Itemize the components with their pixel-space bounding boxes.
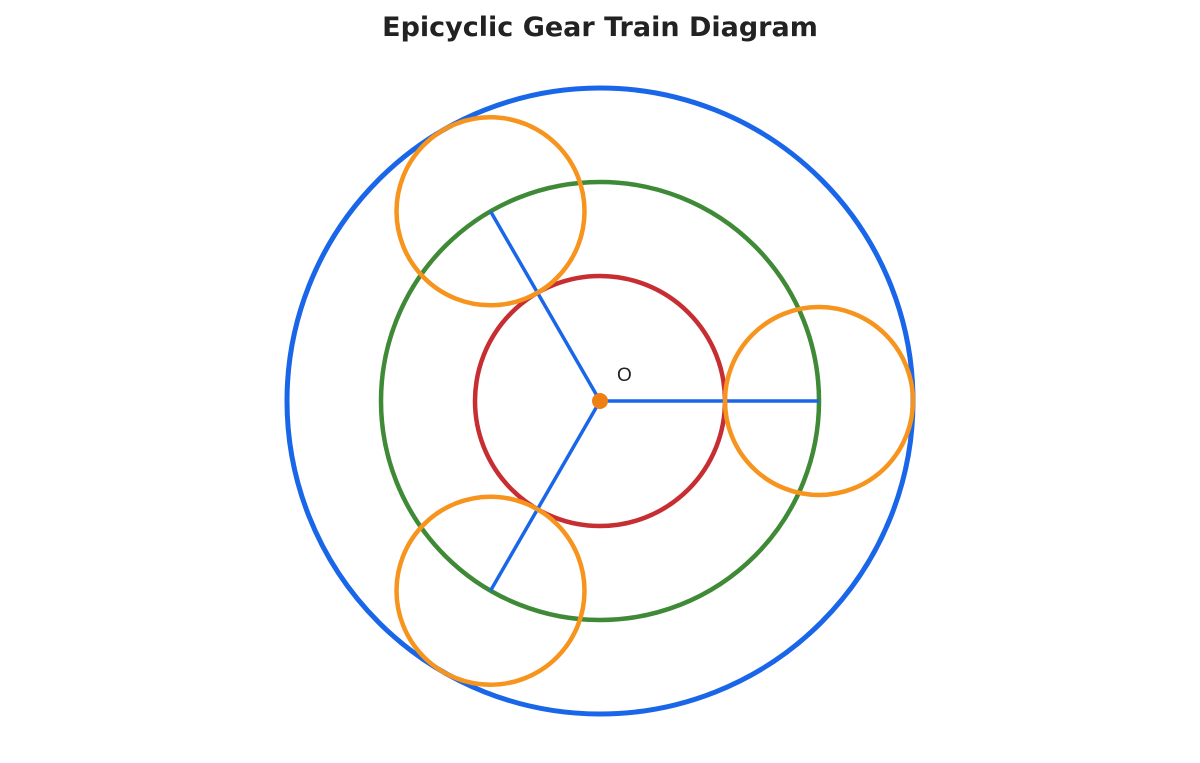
- planet-gear-upper-left: [394, 115, 587, 308]
- planet-gear-lower-left: [394, 494, 587, 687]
- carrier-arm-upper-left: [488, 210, 602, 402]
- center-label: O: [617, 365, 632, 386]
- diagram-title: Epicyclic Gear Train Diagram: [382, 12, 818, 43]
- planet-gear-right: [722, 304, 916, 498]
- carrier-arm-lower-left: [488, 400, 602, 592]
- center-pivot: [592, 393, 608, 409]
